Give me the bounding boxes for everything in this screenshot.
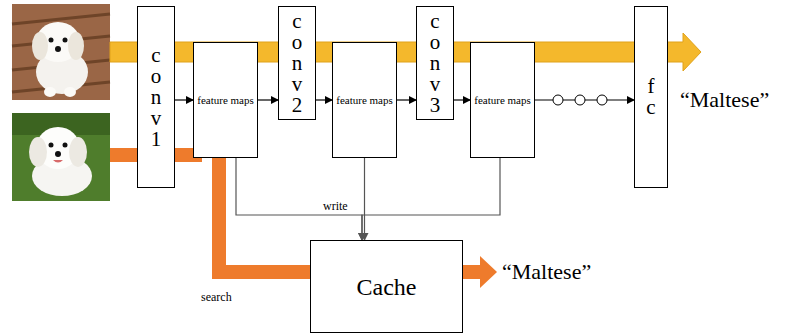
cache-label: Cache: [357, 273, 417, 301]
class-output: “Maltese”: [680, 87, 769, 113]
box-label: feature maps: [474, 93, 531, 107]
feature-map-box: feature maps: [193, 42, 258, 158]
fc-layer-box: fc: [634, 6, 668, 188]
write-line: [364, 158, 365, 240]
flow-arrow: [397, 99, 416, 100]
conv-layer-box: conv2: [278, 6, 316, 120]
output-arrow: [463, 256, 497, 288]
search-path: [219, 156, 310, 272]
flow-arrow: [316, 99, 332, 100]
dog-photo: [12, 4, 110, 100]
cache-box: Cache: [310, 240, 463, 333]
feature-map-box: feature maps: [470, 42, 535, 158]
write-line: [236, 158, 362, 240]
class-output: “Maltese”: [502, 259, 591, 285]
edge-label: write: [322, 199, 349, 213]
layer-label: conv3: [429, 11, 441, 116]
box-label: feature maps: [197, 93, 254, 107]
layer-label: conv1: [150, 45, 162, 150]
feature-map-box: feature maps: [332, 42, 397, 158]
layer-label: conv2: [291, 11, 303, 116]
flow-arrow: [454, 99, 470, 100]
conv-layer-box: conv3: [416, 6, 454, 120]
flow-arrow: [258, 99, 278, 100]
write-line: [362, 158, 500, 240]
conv-layer-box: conv1: [137, 6, 175, 188]
layer-label: fc: [645, 76, 657, 118]
edge-label: search: [200, 290, 233, 304]
flow-arrow: [175, 99, 193, 100]
box-label: feature maps: [336, 93, 393, 107]
dog-photo: [12, 113, 110, 201]
